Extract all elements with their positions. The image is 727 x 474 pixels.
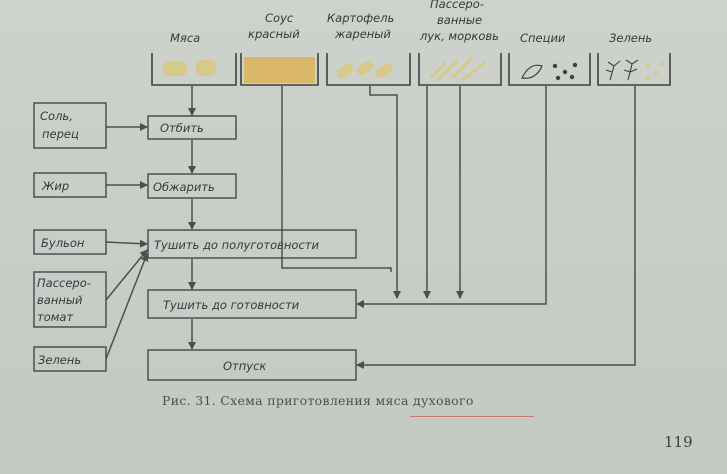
side-input-broth: Бульон	[33, 229, 107, 255]
onion-carrot-icon	[428, 56, 487, 82]
potato-icon	[336, 60, 393, 79]
svg-text:ванные: ванные	[437, 13, 482, 27]
ingredient-bin-potato: Картофель жареный	[326, 11, 411, 86]
ingredient-label: Мяса	[170, 31, 200, 45]
ingredient-bin-sauce: Соус красный	[240, 11, 319, 86]
ingredient-bin-greens: Зелень	[597, 31, 671, 86]
page-number: 119	[664, 433, 693, 451]
side-input-fat: Жир	[33, 172, 107, 198]
svg-text:Отбить: Отбить	[160, 121, 204, 135]
svg-text:Жир: Жир	[41, 179, 69, 193]
side-input-salt-pepper: Соль, перец	[33, 102, 107, 149]
arrow-broth-to-stew-half	[105, 239, 148, 248]
ingredient-bin-onion-carrot: Пассеро- ванные лук, морковь	[418, 0, 502, 86]
sauce-icon	[244, 57, 315, 83]
arrow-greens-to-stew-half	[105, 253, 149, 360]
svg-text:Бульон: Бульон	[41, 236, 85, 250]
svg-text:Специи: Специи	[520, 31, 566, 45]
arrow-tomato-to-stew-half	[105, 249, 148, 301]
svg-text:Тушить до полуготовности: Тушить до полуготовности	[154, 238, 319, 252]
svg-text:томат: томат	[37, 310, 73, 324]
svg-text:Соус: Соус	[265, 11, 294, 25]
svg-text:Картофель: Картофель	[327, 11, 394, 25]
spices-icon	[521, 62, 578, 81]
step-box-beat: Отбить	[147, 115, 237, 140]
meat-icon	[163, 60, 216, 76]
svg-text:Пассеро-: Пассеро-	[430, 0, 484, 11]
side-input-greens: Зелень	[33, 346, 107, 372]
arrow-spices-to-stew-done	[356, 86, 547, 308]
flow-arrows	[105, 86, 636, 369]
arrow-sauce-to-stew-half	[281, 86, 392, 272]
svg-text:Зелень: Зелень	[38, 353, 81, 367]
step-box-serve: Отпуск	[147, 349, 357, 381]
figure-caption: Рис. 31. Схема приготовления мяса духово…	[162, 393, 474, 408]
svg-text:Тушить до готовности: Тушить до готовности	[163, 298, 300, 312]
svg-text:Пассеро-: Пассеро-	[37, 276, 91, 290]
greens-icon	[605, 59, 664, 81]
caption-underline	[410, 416, 534, 417]
svg-text:жареный: жареный	[334, 27, 391, 41]
step-box-stew-done: Тушить до готовности	[147, 289, 357, 319]
ingredient-bin-spices: Специи	[508, 31, 591, 86]
svg-text:перец: перец	[42, 127, 79, 141]
arrow-potato-to-stew-done	[369, 86, 401, 299]
svg-text:ванный: ванный	[37, 293, 83, 307]
arrow-greens-to-serve	[356, 86, 636, 369]
side-input-tomato: Пассеро- ванный томат	[33, 271, 107, 328]
step-box-stew-half: Тушить до полуготовности	[147, 229, 357, 259]
svg-text:лук, морковь: лук, морковь	[419, 29, 499, 43]
svg-text:Обжарить: Обжарить	[153, 180, 215, 194]
svg-text:Зелень: Зелень	[609, 31, 652, 45]
ingredient-bin-meat: Мяса	[151, 31, 237, 86]
step-box-fry: Обжарить	[147, 173, 237, 199]
svg-text:красный: красный	[248, 27, 300, 41]
svg-text:Соль,: Соль,	[40, 109, 73, 123]
svg-text:Отпуск: Отпуск	[223, 359, 266, 373]
